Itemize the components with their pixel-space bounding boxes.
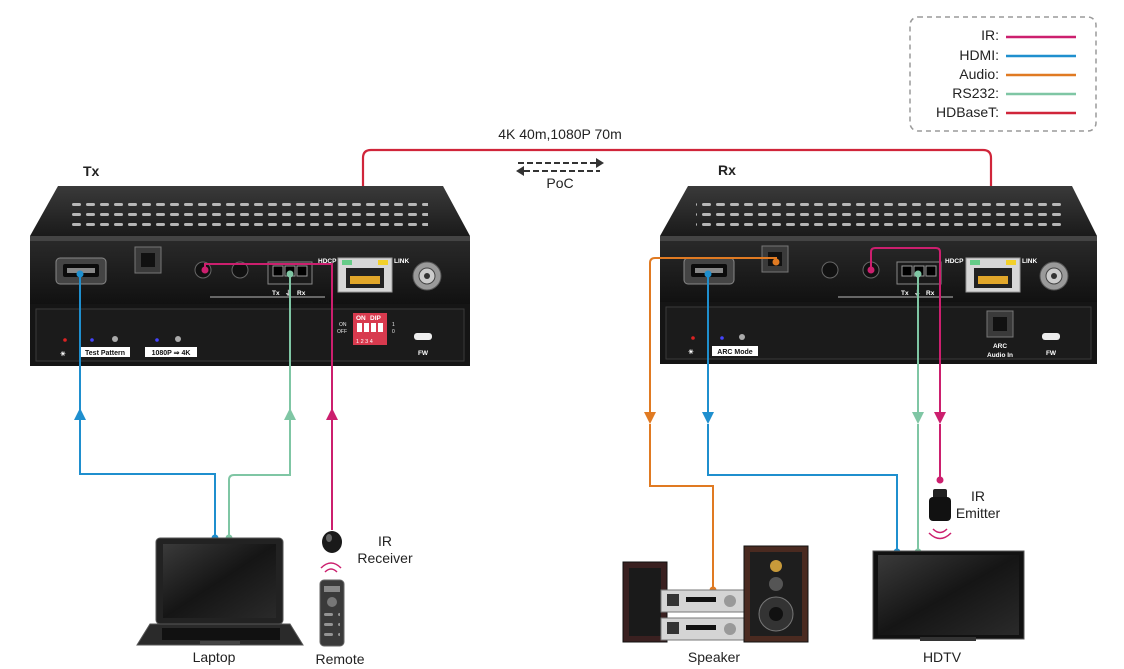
- tx-title: Tx: [83, 163, 100, 179]
- hdtv-icon: [872, 550, 1025, 641]
- speaker-icon: [622, 545, 809, 643]
- tx-test-button: [112, 336, 118, 342]
- ir-receiver-label-1: IR: [378, 533, 392, 549]
- tx-serial-gnd: ⏚: [285, 289, 292, 297]
- laptop-icon: [136, 537, 304, 646]
- rx-power-jack: [1039, 261, 1069, 291]
- legend-label-hdmi: HDMI:: [959, 47, 999, 63]
- rx-unit: Rx Tx ⏚ Rx: [660, 162, 1097, 364]
- tx-dip-on: ON: [356, 315, 366, 322]
- remote-label: Remote: [315, 651, 364, 667]
- rx-arc-audio-port: [986, 310, 1014, 338]
- legend-label-rs232: RS232:: [952, 85, 999, 101]
- tx-link-label: LINK: [394, 258, 409, 265]
- tx-test-pattern-label: Test Pattern: [85, 350, 125, 357]
- rx-audio-cable: [649, 257, 777, 590]
- tx-dip-dip: DIP: [370, 315, 382, 322]
- tx-optical-port: [134, 246, 162, 274]
- rx-hdcp-label: HDCP: [945, 258, 964, 265]
- rx-title: Rx: [718, 162, 736, 178]
- rx-link-label: LINK: [1022, 258, 1037, 265]
- tx-dip-numbers: 1 2 3 4: [356, 339, 373, 345]
- tx-hdmi-cable: [79, 274, 216, 538]
- poc-label: PoC: [546, 175, 573, 191]
- tx-dip-switch: [353, 313, 387, 345]
- poc-arrows-icon: [516, 158, 604, 176]
- legend-label-audio: Audio:: [959, 66, 999, 82]
- ir-emitter-label-1: IR: [971, 488, 985, 504]
- rx-power-icon: ☀: [688, 348, 694, 356]
- rx-fw-label: FW: [1046, 350, 1057, 357]
- tx-test-led: [90, 338, 94, 342]
- laptop-label: Laptop: [193, 649, 236, 665]
- tx-dip-side-on: ON: [339, 322, 347, 328]
- tx-hdcp-label: HDCP: [318, 258, 337, 265]
- rx-serial-rx: Rx: [926, 290, 935, 297]
- rx-arc-audio-label-2: Audio In: [987, 352, 1013, 359]
- tx-power-icon: ☀: [60, 350, 66, 358]
- link-distance-label: 4K 40m,1080P 70m: [498, 126, 622, 142]
- tx-fw-label: FW: [418, 350, 429, 357]
- ir-receiver-icon: [322, 531, 342, 553]
- hdtv-label: HDTV: [923, 649, 962, 665]
- tx-rs232-cable: [228, 274, 291, 538]
- tx-serial-rx: Rx: [297, 290, 306, 297]
- rx-arc-led: [720, 336, 724, 340]
- ir-receiver-label-2: Receiver: [357, 550, 413, 566]
- tx-dip-one: 1: [392, 322, 395, 328]
- rx-ir-cable: [870, 247, 941, 480]
- tx-res-button: [175, 336, 181, 342]
- hdbaset-link: 4K 40m,1080P 70m PoC: [361, 126, 993, 282]
- tx-res-switch-label: 1080P ⇒ 4K: [152, 350, 191, 357]
- rx-ir-in-jack: [821, 261, 839, 279]
- rx-arc-button: [739, 334, 745, 340]
- remote-icon: [319, 579, 345, 647]
- tx-power-led: [63, 338, 67, 342]
- tx-power-jack: [412, 261, 442, 291]
- legend-label-ir: IR:: [981, 27, 999, 43]
- tx-hdbaset-port: [337, 257, 393, 293]
- rx-power-led: [691, 336, 695, 340]
- legend-label-hdbaset: HDBaseT:: [936, 104, 999, 120]
- rx-arc-mode-label: ARC Mode: [717, 349, 752, 356]
- rx-serial-tx: Tx: [901, 290, 909, 297]
- rx-arc-audio-label-1: ARC: [993, 343, 1007, 350]
- ir-emitter-label-2: Emitter: [956, 505, 1001, 521]
- tx-res-led: [155, 338, 159, 342]
- tx-dip-zero: 0: [392, 329, 395, 335]
- rx-fw-port: [1042, 333, 1060, 340]
- tx-dip-side-off: OFF: [337, 329, 347, 335]
- remote-signal-icon: [320, 562, 342, 573]
- tx-serial-tx: Tx: [272, 290, 280, 297]
- ir-emitter-icon: [929, 489, 951, 521]
- rx-hdmi-cable: [707, 274, 898, 552]
- tx-ir-out-jack: [231, 261, 249, 279]
- tx-fw-port: [414, 333, 432, 340]
- speaker-label: Speaker: [688, 649, 740, 665]
- legend: IR: HDMI: Audio: RS232: HDBaseT:: [909, 16, 1097, 132]
- rx-hdbaset-port: [965, 257, 1021, 293]
- emitter-signal-icon: [928, 528, 952, 540]
- tx-unit: Tx Tx ⏚ Rx: [30, 163, 470, 366]
